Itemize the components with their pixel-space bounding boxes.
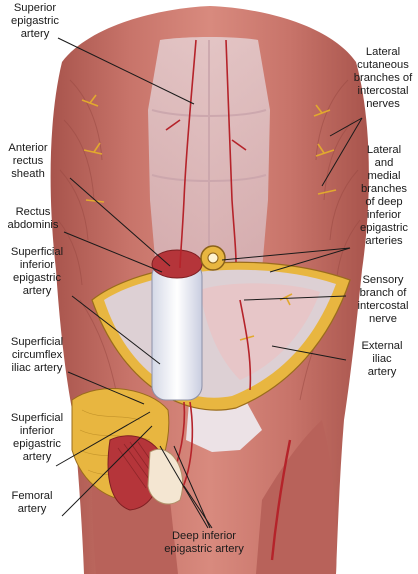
tendinous-intersections bbox=[151, 40, 267, 270]
label-rectus-abdominis: Rectus abdominis bbox=[7, 206, 59, 231]
label-superficial-inferior-epigastric-artery-lower: Superficial inferior epigastric artery bbox=[10, 412, 64, 463]
window-muscle-pink bbox=[200, 283, 320, 380]
rectus-cut-top bbox=[151, 249, 203, 279]
label-superior-epigastric-artery: Superior epigastric artery bbox=[11, 2, 59, 40]
label-lateral-cutaneous-branches: Lateral cutaneous branches of intercosta… bbox=[353, 46, 413, 110]
thigh-muscle-right bbox=[256, 420, 337, 574]
label-deep-inferior-epigastric-artery: Deep inferior epigastric artery bbox=[164, 530, 244, 555]
label-superficial-circumflex-iliac-artery: Superficial circumflex iliac artery bbox=[10, 336, 64, 374]
vessel-ring-inner bbox=[207, 252, 219, 264]
label-external-iliac-artery: External iliac artery bbox=[361, 340, 403, 378]
label-sensory-branch: Sensory branch of intercostal nerve bbox=[357, 274, 409, 325]
label-superficial-inferior-epigastric-artery-upper: Superficial inferior epigastric artery bbox=[10, 246, 64, 297]
rolled-rectus bbox=[151, 261, 203, 401]
flap-skin-edge bbox=[147, 449, 184, 505]
label-lateral-medial-branches: Lateral and medial branches of deep infe… bbox=[360, 144, 408, 247]
leader-lines bbox=[55, 37, 363, 529]
label-femoral-artery: Femoral artery bbox=[11, 490, 53, 515]
label-anterior-rectus-sheath: Anterior rectus sheath bbox=[8, 142, 48, 180]
